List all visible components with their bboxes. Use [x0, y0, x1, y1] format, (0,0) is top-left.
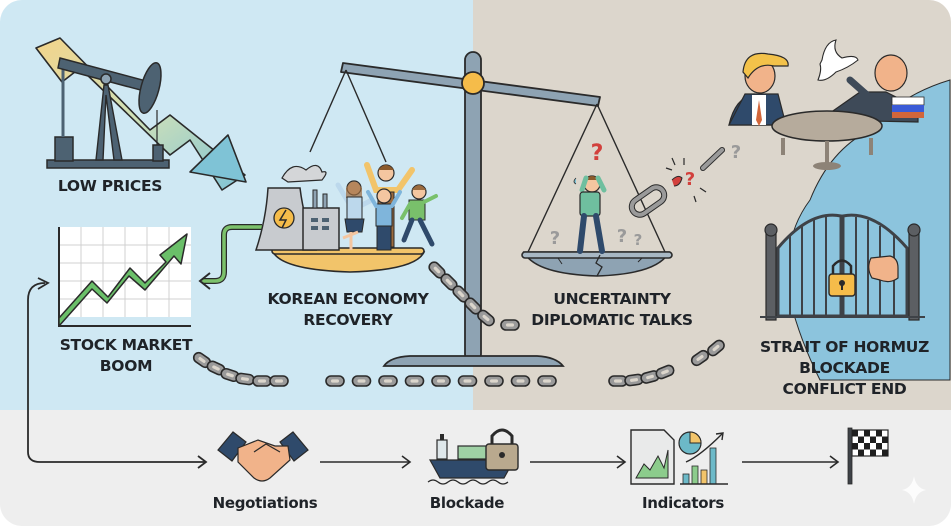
locked-ship-icon: [427, 428, 519, 485]
fist-icon: [868, 255, 899, 283]
locked-gate-icon: [760, 213, 925, 321]
dove-icon: [817, 39, 859, 81]
charts-icon: [630, 429, 728, 485]
label-line: STRAIT OF HORMUZ: [759, 338, 930, 356]
sparkle-watermark-icon: [902, 476, 926, 504]
chain-link: [688, 347, 712, 369]
label-line: CONFLICT END: [782, 380, 907, 398]
label-line: KOREAN ECONOMY: [267, 290, 429, 308]
balance-scale: [309, 51, 666, 367]
chain-link: [252, 375, 272, 387]
label-line: STOCK MARKET: [59, 336, 193, 354]
chain-link: [234, 371, 256, 387]
label-hormuz: STRAIT OF HORMUZ BLOCKADE CONFLICT END: [752, 337, 937, 400]
chain-link: [653, 363, 677, 381]
label-korean-economy: KOREAN ECONOMY RECOVERY: [258, 289, 438, 331]
down-arrow-head: [189, 134, 247, 183]
chain-link: [351, 375, 372, 387]
label-uncertainty: UNCERTAINTY DIPLOMATIC TALKS: [522, 289, 702, 331]
right-pan: ? ? ? ?: [521, 141, 673, 277]
left-pan: [254, 162, 438, 273]
feedback-arrow: [202, 224, 262, 284]
chain-link: [510, 375, 531, 387]
svg-text:?: ?: [634, 231, 643, 249]
svg-text:?: ?: [591, 141, 604, 166]
checkered-flag-icon: [847, 427, 889, 485]
chain-link: [431, 375, 451, 387]
label-line: BLOCKADE: [799, 359, 890, 377]
label-low-prices: LOW PRICES: [57, 177, 163, 195]
chain-link: [404, 375, 425, 387]
celebrating-people-icon: [335, 162, 438, 251]
chain-link: [537, 375, 557, 387]
handshake-icon: [217, 431, 309, 482]
chain-link: [484, 375, 504, 387]
label-line: UNCERTAINTY: [553, 290, 671, 308]
chain-link: [325, 375, 345, 387]
chain-link: [705, 337, 727, 359]
label-line: BOOM: [99, 357, 153, 375]
label-stock-market: STOCK MARKET BOOM: [42, 335, 210, 377]
broken-chain-icon: ? ?: [628, 142, 741, 218]
timeline-step-blockade: Blockade: [429, 494, 505, 512]
label-line: DIPLOMATIC TALKS: [531, 311, 693, 329]
label-line: RECOVERY: [303, 311, 393, 329]
chain-link: [500, 319, 520, 331]
oil-pump-jack-icon: [35, 37, 247, 191]
timeline-step-negotiations: Negotiations: [212, 494, 318, 512]
leaders-negotiation-icon: [728, 39, 951, 381]
chain-link: [269, 375, 289, 387]
chain-link: [378, 375, 398, 387]
worried-person-icon: ? ? ? ?: [550, 141, 643, 254]
chain-link: [457, 375, 478, 387]
scale-pivot: [461, 71, 485, 95]
svg-text:?: ?: [731, 142, 741, 163]
svg-text:?: ?: [617, 226, 627, 247]
rising-chart-icon: [58, 227, 191, 327]
power-plant-icon: [254, 164, 340, 251]
svg-text:?: ?: [550, 228, 560, 249]
crack: [595, 254, 603, 277]
round-table: [771, 110, 883, 142]
loop-connector: [27, 282, 205, 463]
svg-text:?: ?: [685, 169, 695, 190]
timeline-step-indicators: Indicators: [642, 494, 724, 512]
